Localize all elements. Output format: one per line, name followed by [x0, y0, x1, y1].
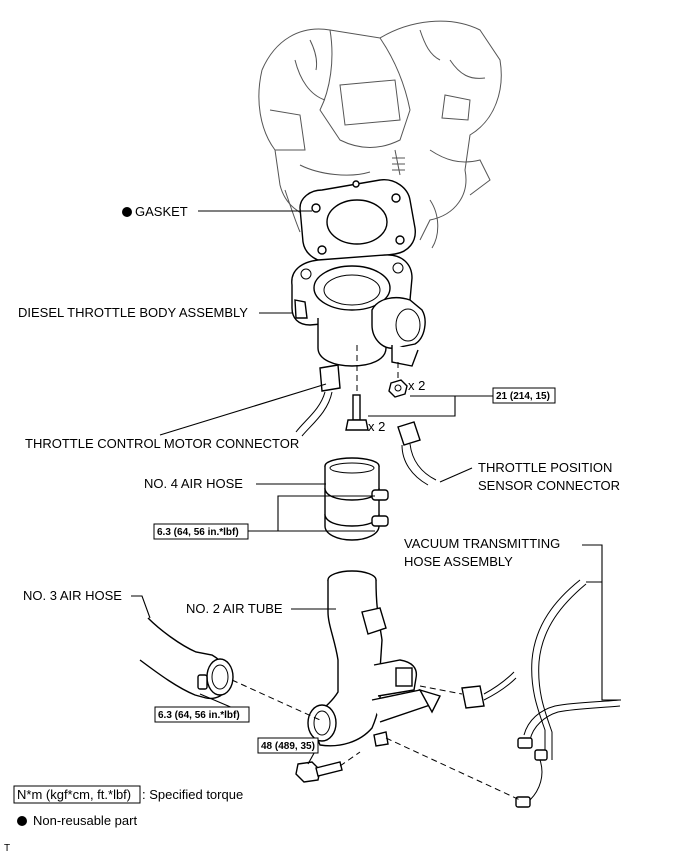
air-tube-2-label: NO. 2 AIR TUBE: [186, 601, 283, 616]
throttle-body-part: [291, 254, 426, 367]
vacuum-hose-assembly-part: [515, 579, 621, 808]
legend-nonreusable-description: Non-reusable part: [33, 813, 137, 828]
gasket-label: GASKET: [135, 204, 188, 219]
nonreusable-mark-icon: [122, 207, 132, 217]
hose3-torque-box: [154, 706, 250, 723]
throttle-body-label: DIESEL THROTTLE BODY ASSEMBLY: [18, 305, 248, 320]
nut-torque-value: 21 (214, 15): [496, 391, 550, 402]
sensor-alignment-line: [419, 685, 463, 695]
air-hose-4-label: NO. 4 AIR HOSE: [144, 476, 243, 491]
hose3-torque-value: 6.3 (64, 56 in.*lbf): [158, 710, 240, 721]
tube-sensor-connector-plug: [461, 671, 517, 709]
bolt-part: [345, 394, 369, 431]
air-hose-3-label: NO. 3 AIR HOSE: [23, 588, 122, 603]
hose4-torque-box: [153, 523, 249, 540]
motor-connector-label: THROTTLE CONTROL MOTOR CONNECTOR: [25, 436, 299, 451]
position-sensor-label-line2: SENSOR CONNECTOR: [478, 478, 620, 493]
legend-nonreusable-icon: [17, 816, 27, 826]
legend-torque-unit: N*m (kgf*cm, ft.*lbf): [17, 787, 131, 802]
nut-torque-leader-line: [368, 395, 493, 417]
hose4-torque-value: 6.3 (64, 56 in.*lbf): [157, 527, 239, 538]
engine-background-illustration: [258, 20, 502, 249]
hose4-torque-leader-line: [248, 495, 375, 532]
tube-bolt-torque-box: [257, 737, 319, 754]
corner-mark: T: [4, 843, 10, 854]
hose3-to-tube-line: [231, 679, 321, 721]
nut-torque-box: [492, 387, 556, 404]
no3-air-hose-part: [139, 617, 234, 700]
hose3-leader-line: [131, 595, 151, 619]
position-sensor-connector-plug: [397, 421, 437, 486]
vacuum-hose-label-line2: HOSE ASSEMBLY: [404, 554, 513, 569]
nut-quantity-label: x 2: [408, 378, 425, 393]
tube-bolt-alignment-line: [339, 751, 361, 767]
tube-to-vacuum-line: [385, 737, 521, 801]
no2-air-tube-part: [307, 570, 441, 747]
bolt-quantity-label: x 2: [368, 419, 385, 434]
legend-torque-box: [13, 785, 141, 804]
motor-connector-leader-line: [159, 383, 327, 436]
gasket-part: [299, 179, 416, 263]
vacuum-hose-label-line1: VACUUM TRANSMITTING: [404, 536, 560, 551]
tube-bolt-part: [295, 761, 343, 783]
legend-torque-description: : Specified torque: [142, 787, 243, 802]
position-sensor-label-line1: THROTTLE POSITION: [478, 460, 612, 475]
tube-bolt-torque-value: 48 (489, 35): [261, 741, 315, 752]
no4-air-hose-part: [324, 457, 389, 541]
position-sensor-leader-line: [439, 467, 473, 483]
motor-connector-plug: [295, 364, 341, 437]
nut-part: [388, 379, 408, 398]
vacuum-leader-line: [582, 544, 621, 701]
